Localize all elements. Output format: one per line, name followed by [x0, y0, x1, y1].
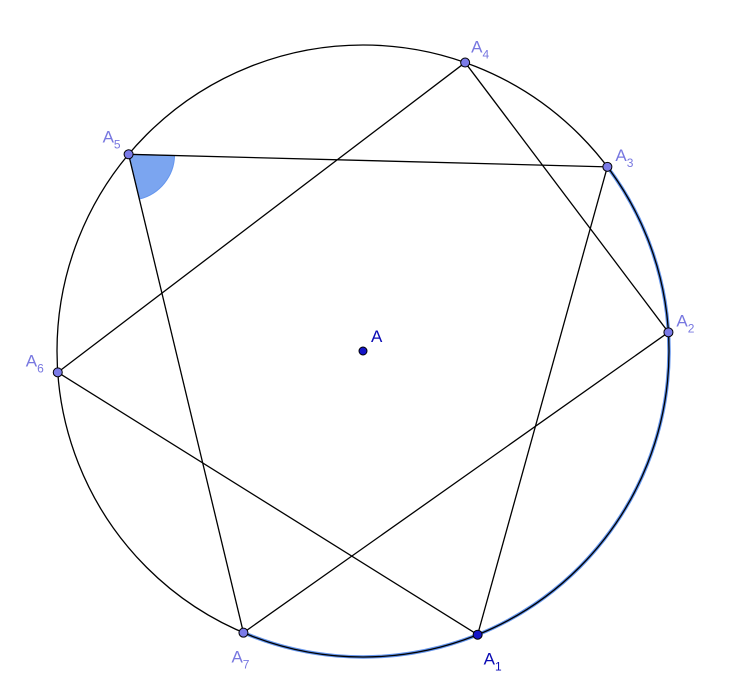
center-label: A — [371, 327, 383, 346]
label-a2-sub: 2 — [688, 321, 695, 335]
segment-a2-a4 — [464, 62, 669, 333]
label-a1-sub: 1 — [495, 660, 502, 674]
angle-marker-layer — [127, 153, 176, 200]
label-a2-base: A — [676, 311, 688, 330]
label-a3-base: A — [615, 146, 627, 165]
label-a5: A5 — [103, 127, 121, 151]
segment-a3-a5 — [128, 153, 608, 168]
angle-marker-a5 — [127, 153, 176, 200]
segment-a7-a2 — [243, 331, 669, 634]
segment-a4-a6 — [57, 62, 466, 373]
label-a7-sub: 7 — [243, 658, 250, 672]
label-a5-base: A — [103, 127, 115, 146]
highlighted-arc-layer — [241, 165, 671, 659]
label-a7: A7 — [231, 648, 249, 672]
label-a7-base: A — [231, 648, 243, 667]
highlighted-arc — [241, 165, 671, 659]
point-a1 — [472, 629, 483, 640]
segment-a1-a3 — [477, 166, 609, 635]
segment-a5-a7 — [127, 154, 245, 633]
circle-layer — [56, 44, 670, 658]
point-a7 — [238, 627, 249, 638]
point-a5 — [123, 149, 134, 160]
segment-a6-a1 — [57, 371, 478, 636]
point-a4 — [460, 57, 471, 68]
label-a5-sub: 5 — [114, 137, 121, 151]
label-a2: A2 — [676, 311, 694, 335]
label-a6-sub: 6 — [37, 361, 44, 375]
center-point-a — [358, 346, 368, 356]
segments-layer — [57, 62, 669, 636]
label-a4-sub: 4 — [482, 48, 489, 62]
label-a6: A6 — [26, 351, 44, 375]
label-a4-base: A — [471, 38, 483, 57]
label-a1: A1 — [484, 650, 502, 674]
label-a1-base: A — [484, 650, 496, 669]
label-a3-sub: 3 — [627, 156, 634, 170]
label-a4: A4 — [471, 38, 489, 62]
point-a3 — [602, 161, 613, 172]
circumcircle — [56, 44, 670, 658]
label-a3: A3 — [615, 146, 633, 170]
point-a2 — [663, 327, 674, 338]
label-a6-base: A — [26, 351, 38, 370]
points-layer — [52, 57, 674, 640]
point-a6 — [52, 367, 63, 378]
